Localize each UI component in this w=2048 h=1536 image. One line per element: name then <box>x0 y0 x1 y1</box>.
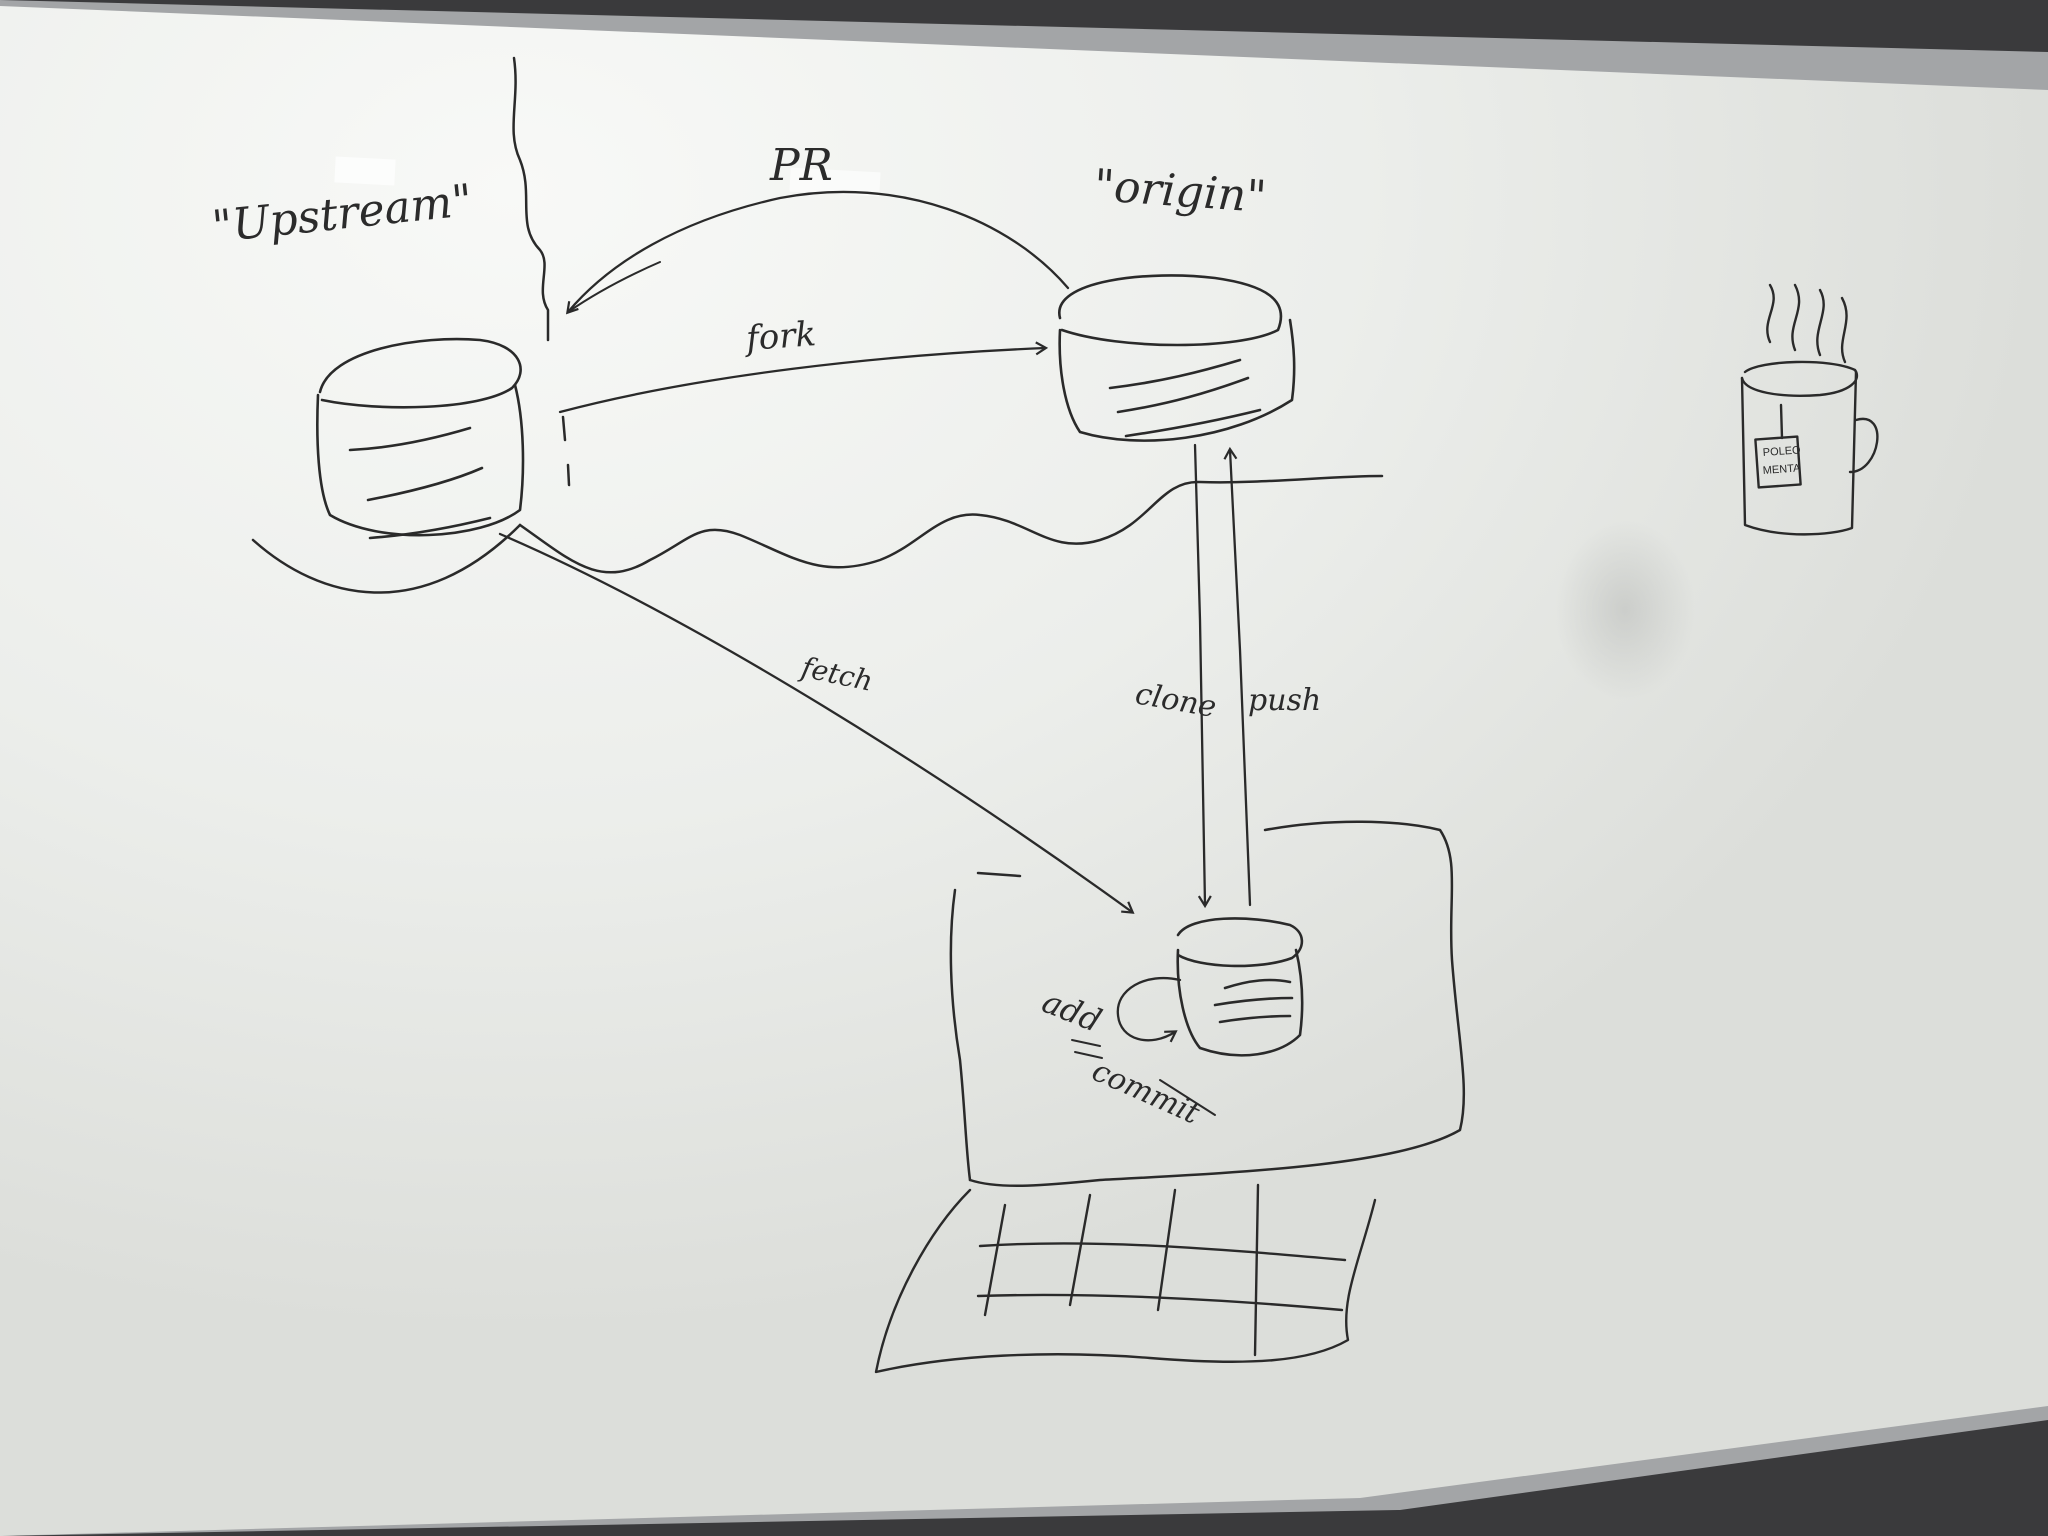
pr-label: PR <box>769 140 833 191</box>
push-label: push <box>1248 683 1321 718</box>
light-reflection <box>334 156 396 186</box>
coffee-mug-icon <box>1740 283 1879 536</box>
divider-line <box>561 415 571 487</box>
fetch-arrow <box>498 532 1135 914</box>
commit-loop-arrow <box>1116 977 1182 1043</box>
local-files-grid-icon <box>874 1183 1377 1374</box>
origin-repo-icon <box>1058 274 1296 442</box>
pr-arrow-stroke <box>567 261 661 313</box>
commit-slash <box>1071 1039 1103 1059</box>
divider-line <box>512 56 550 342</box>
board-smudge <box>1555 520 1695 700</box>
clone-arrow <box>1193 443 1212 909</box>
local-repo-icon <box>1176 917 1304 1057</box>
fork-arrow <box>558 341 1049 414</box>
light-reflection <box>789 167 881 197</box>
tea-tag-line1: POLEO <box>1762 444 1801 459</box>
tea-tag-line2: MENTA <box>1762 462 1801 477</box>
origin-label: "origin" <box>1092 160 1268 223</box>
commit-underline <box>1159 1079 1216 1116</box>
fork-label: fork <box>742 314 818 359</box>
origin-territory-line <box>518 474 1384 574</box>
local-workspace-outline <box>949 888 972 1182</box>
upstream-repo-icon <box>316 337 525 540</box>
push-arrow <box>1223 446 1252 907</box>
upstream-territory-line <box>251 523 522 594</box>
pr-arrow <box>565 190 1070 315</box>
local-workspace-outline <box>976 871 1022 878</box>
local-workspace-outline <box>968 820 1466 1188</box>
